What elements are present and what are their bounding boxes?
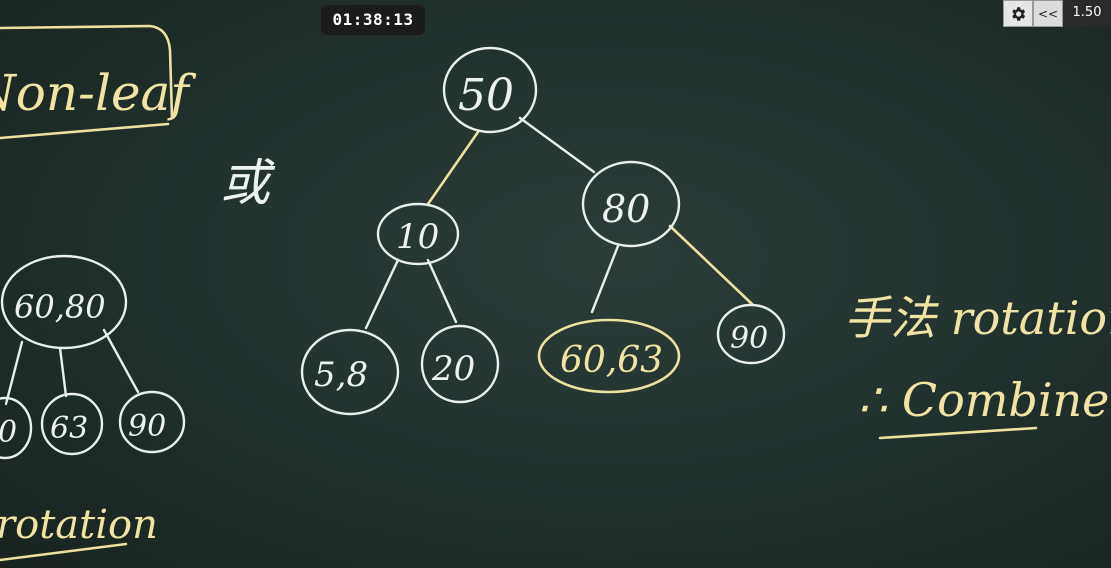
non-leaf-heading: Non-leaf [0,24,196,140]
node-80-label: 80 [602,187,650,231]
node-5-8 [300,328,400,416]
node-50 [442,46,538,134]
node-90-label: 90 [730,321,768,356]
node-80 [581,160,681,248]
note-line-1: 手法 rotation [844,291,1111,345]
main-tree-edges [364,116,754,330]
left-tree: 60,80 0 63 90 [0,254,186,460]
node-5-8-label: 5,8 [314,355,368,395]
node-10-label: 10 [396,217,439,257]
settings-button[interactable] [1003,0,1033,27]
non-leaf-label: Non-leaf [0,64,196,122]
left-tree-root-label: 60,80 [14,288,106,326]
player-controls: << 1.50 [1003,0,1111,27]
node-60-63 [537,318,681,394]
left-tree-child-node [0,396,33,460]
gear-icon [1012,6,1026,21]
method-note: 手法 rotation ∴ Combine [844,291,1111,440]
left-tree-child-node [118,390,186,454]
left-tree-root-node [0,254,128,350]
left-tree-child-label: 0 [0,415,17,450]
left-tree-child-node [40,392,104,456]
node-10 [376,202,460,266]
node-50-label: 50 [458,70,514,121]
or-character: 或 [220,154,276,212]
node-20-label: 20 [431,349,475,389]
node-20 [420,324,500,404]
node-90 [716,303,786,365]
playback-speed-button[interactable]: 1.50 [1063,0,1111,27]
rewind-button[interactable]: << [1033,0,1063,27]
left-tree-child-label: 63 [50,411,88,446]
rotation-caption-label: rotation [0,502,158,548]
main-tree: 50 10 80 5,8 20 60,63 90 [300,46,786,416]
note-line-2: ∴ Combine [858,373,1109,427]
left-tree-child-label: 90 [128,409,166,444]
node-60-63-label: 60,63 [560,340,663,381]
rotation-caption: rotation [0,502,158,562]
video-timestamp: 01:38:13 [321,5,425,35]
